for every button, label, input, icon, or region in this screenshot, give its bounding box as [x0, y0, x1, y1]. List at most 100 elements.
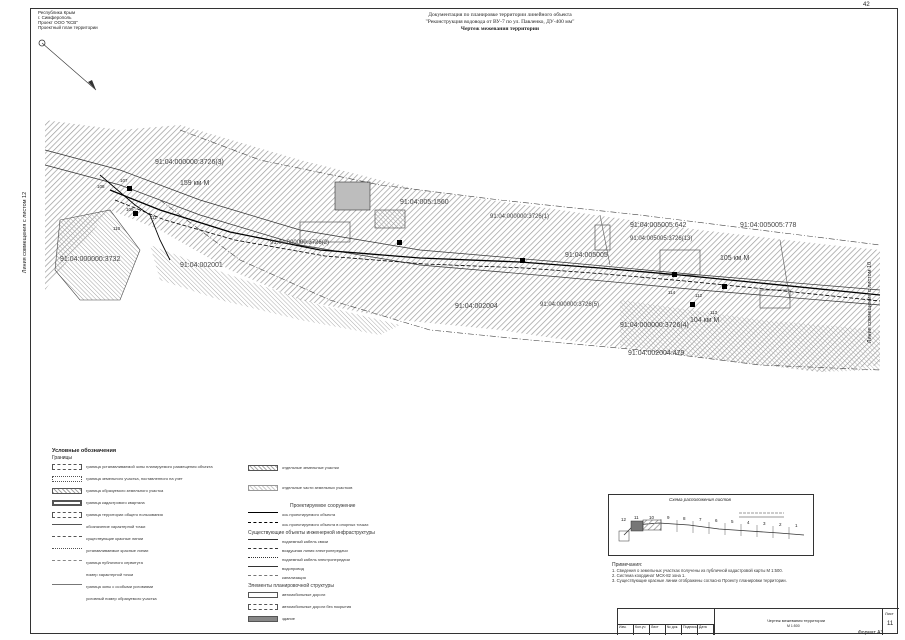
legend-symbol: [248, 512, 278, 518]
legend-symbol: [248, 557, 278, 563]
format-label: Формат А3: [858, 630, 884, 636]
legend-item: граница территории общего пользования: [52, 512, 163, 518]
legend-item: граница зоны с особыми условиями: [52, 584, 153, 590]
parcel-label: 91:04:005005:642: [630, 222, 687, 229]
header-left: Республика Крым г. Симферополь Проект ОО…: [38, 10, 98, 30]
legend-item: устанавливаемые красные линии: [52, 548, 148, 554]
legend-symbol: [248, 604, 278, 610]
stamp-col: Кол.уч: [634, 625, 650, 635]
legend-item: ось проектируемого объекта: [248, 512, 335, 518]
parcel-label: 91:04:000000:3726(5): [540, 302, 600, 308]
stamp-sheet-label: Лист: [885, 611, 894, 616]
legend-item: отдельные земельные участки: [248, 465, 339, 471]
stamp-scale: М 1:500: [787, 624, 800, 628]
scheme-number: 6: [715, 518, 718, 523]
legend-heading: Существующие объекты инженерной инфрастр…: [248, 530, 375, 536]
notes-block: Примечания: 1. Сведения о земельных учас…: [612, 562, 787, 583]
point-number: 113: [710, 310, 718, 315]
legend-item: подземный кабель электропередачи: [248, 557, 350, 563]
parcel-label: 91:04:000000:3732: [60, 256, 121, 263]
scheme-title: Схема расположения листов: [669, 497, 731, 502]
drawing-frame: [30, 8, 898, 634]
building: [54, 209, 141, 301]
hatched-parcels-right: [620, 300, 880, 372]
notes-heading: Примечания:: [612, 562, 643, 568]
legend-symbol: [52, 512, 82, 518]
legend-symbol: [248, 592, 278, 598]
scheme-number: 9: [667, 515, 670, 520]
parcel-label: 91:04:002004: [455, 303, 498, 310]
parcel-label: 91:04:002004:479: [628, 350, 685, 357]
note-line: 3. Существующие красные линии отображены…: [612, 578, 787, 583]
legend-symbol: [52, 572, 82, 578]
legend-item: граница кадастрового квартала: [52, 500, 145, 506]
building: [299, 221, 351, 243]
boundary-line: [99, 174, 171, 261]
legend-item: граница публичного сервитута: [52, 560, 143, 566]
legend-symbol: [52, 464, 82, 470]
legend-symbol: [248, 566, 278, 572]
boundary-line: [179, 129, 881, 246]
title-block: Документация по планировке территории ли…: [400, 12, 600, 33]
distance-label: 105 км М: [720, 255, 750, 262]
legend-symbol: [248, 522, 278, 528]
legend-symbol: [248, 548, 278, 554]
side-label-right: Линия совмещения с листом 10: [867, 261, 874, 344]
point-number: 110: [113, 226, 121, 231]
scheme-number: 4: [747, 520, 750, 525]
header-line-3: Проект ООО "КСВ": [38, 20, 78, 25]
utility-line: [779, 239, 791, 301]
boundary-line: [159, 199, 881, 371]
legend-heading: Проектируемое сооружение: [290, 503, 356, 509]
point-number: 114: [668, 290, 676, 295]
stamp-sheet-number: 11: [887, 621, 894, 627]
scheme-number: 8: [683, 516, 686, 521]
note-line: 1. Сведения о земельных участках получен…: [612, 568, 783, 573]
scheme-drawing: [618, 512, 805, 542]
legend-symbol: [52, 584, 82, 590]
building: [374, 209, 406, 229]
point-number: 109: [126, 207, 134, 212]
parcel-label: 91:04:002001: [180, 262, 223, 269]
parcel-label: 91:04:000000:3726(2): [270, 240, 330, 246]
legend-symbol: [52, 476, 82, 482]
stamp-col: Лист: [650, 625, 666, 635]
title-line-1: Документация по планировке территории ли…: [428, 12, 572, 18]
scheme-number: 3: [763, 521, 766, 526]
header-line-1: Республика Крым: [38, 10, 76, 15]
legend-heading: Элементы планировочной структуры: [248, 583, 334, 589]
legend-item: условный номер образуемого участка: [52, 596, 157, 602]
scheme-number: 10: [649, 515, 655, 520]
stamp-col: Дата: [698, 625, 714, 635]
legend-item: существующие красные линии: [52, 536, 143, 542]
page-number: 42: [863, 2, 870, 8]
pipeline-axis: [109, 189, 881, 296]
parcel-label: 91:04:005005: [565, 252, 608, 259]
point-markers: [127, 186, 727, 307]
legend-symbol: [52, 560, 82, 566]
header-line-2: г. Симферополь: [38, 15, 72, 20]
parcel-label: 91:04:000000:3726(4): [620, 322, 689, 329]
legend-item: отдельные части земельных участков: [248, 485, 352, 491]
parcel-label: 91:04:005:1560: [400, 199, 449, 206]
title-line-3: Чертеж межевания территории: [460, 26, 540, 32]
legend-item: здание: [248, 616, 295, 622]
building: [334, 181, 371, 211]
legend-symbol: [52, 524, 82, 530]
parcel-label: 91:04:005005:778: [740, 222, 797, 229]
legend-symbol: [248, 575, 278, 581]
legend-item: ось проектируемого объекта в опорных точ…: [248, 522, 369, 528]
legend-item: граница образуемого земельного участка: [52, 488, 163, 494]
point-number: 108: [97, 184, 105, 189]
road-edge: [44, 164, 881, 306]
legend-item: обозначение характерной точки: [52, 524, 145, 530]
legend-item: граница устанавливаемой зоны планируемог…: [52, 464, 213, 470]
distance-label: 159 км М: [180, 180, 210, 187]
stamp-title: Чертеж межевания территории: [767, 618, 826, 623]
building: [594, 224, 611, 251]
legend-symbol: [52, 596, 82, 602]
stamp-col: Изм.: [618, 625, 634, 635]
stamp-title-cell: Чертеж межевания территории М 1:500: [714, 609, 883, 635]
legend-item: воздушная линия электропередачи: [248, 548, 348, 554]
stamp-col: Подпись: [682, 625, 698, 635]
